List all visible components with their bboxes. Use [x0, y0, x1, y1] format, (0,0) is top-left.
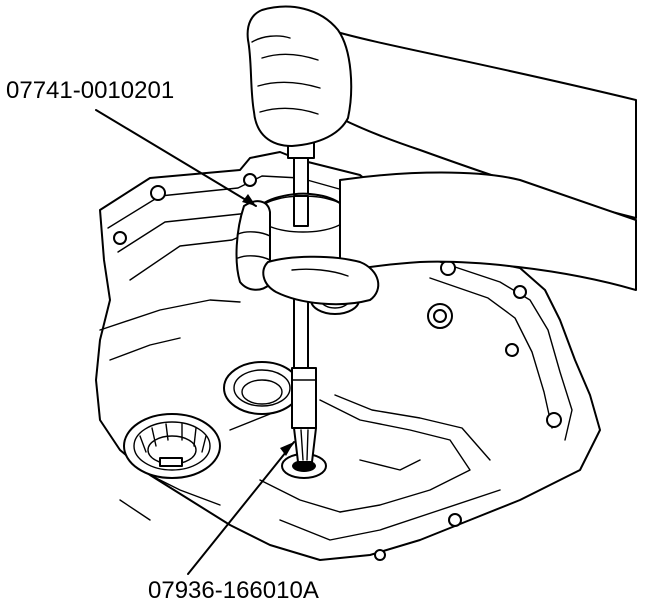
roller-bearing: [123, 413, 221, 479]
callout-label-puller: 07741-0010201: [6, 77, 174, 104]
technician-hand: [235, 5, 637, 306]
remover-leader-arrow: [280, 442, 294, 456]
bearing-bore: [223, 361, 301, 415]
bolt-hole: [505, 343, 519, 357]
leader-lines: [95, 109, 295, 575]
bolt-hole: [150, 185, 166, 201]
bolt-hole: [440, 260, 456, 276]
oil-seal: [281, 453, 327, 479]
transmission-case: [95, 151, 601, 561]
puller-leader-arrow: [242, 194, 256, 206]
bolt-hole: [113, 231, 127, 245]
bolt-hole: [374, 549, 386, 561]
puller-leader-line: [95, 109, 257, 207]
bolt-hole: [448, 513, 462, 527]
remover-leader-line: [187, 441, 295, 575]
bolt-hole: [243, 173, 257, 187]
dowel-hole: [433, 309, 447, 323]
bolt-hole: [513, 285, 527, 299]
bolt-hole: [546, 412, 562, 428]
callout-label-remover: 07936-166010A: [148, 577, 319, 604]
